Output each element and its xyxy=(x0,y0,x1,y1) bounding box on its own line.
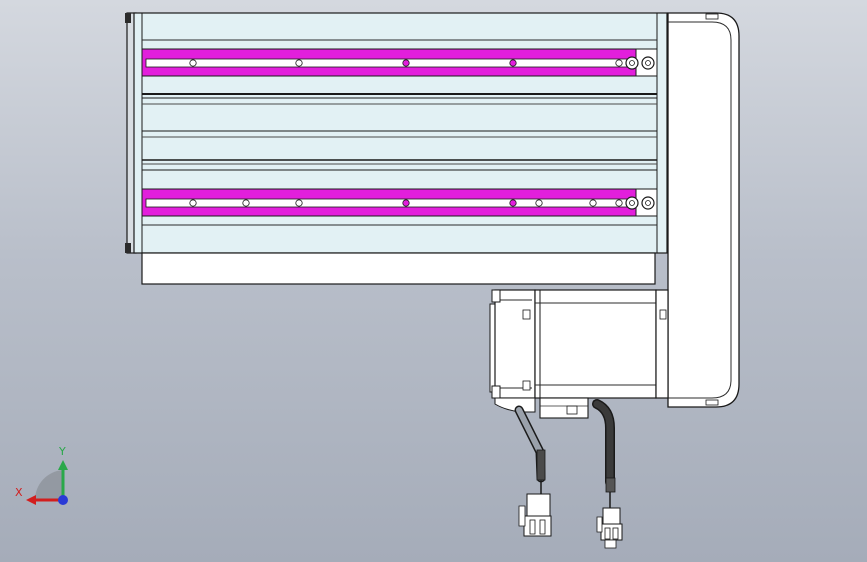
power-cable xyxy=(514,405,546,496)
servo-motor[interactable] xyxy=(489,289,669,419)
linear-actuator-body[interactable] xyxy=(125,12,668,285)
encoder-connector[interactable] xyxy=(596,507,623,549)
upper-rail-slot xyxy=(141,48,658,77)
lower-rail-slot xyxy=(141,188,658,217)
encoder-cable xyxy=(592,399,616,510)
axis-y-label: Y xyxy=(58,445,66,458)
axis-x-label: X xyxy=(15,486,23,499)
end-cover[interactable] xyxy=(667,12,740,408)
power-connector[interactable] xyxy=(518,493,552,537)
coordinate-triad-icon: Y X xyxy=(15,445,68,505)
base-plate xyxy=(141,252,656,285)
